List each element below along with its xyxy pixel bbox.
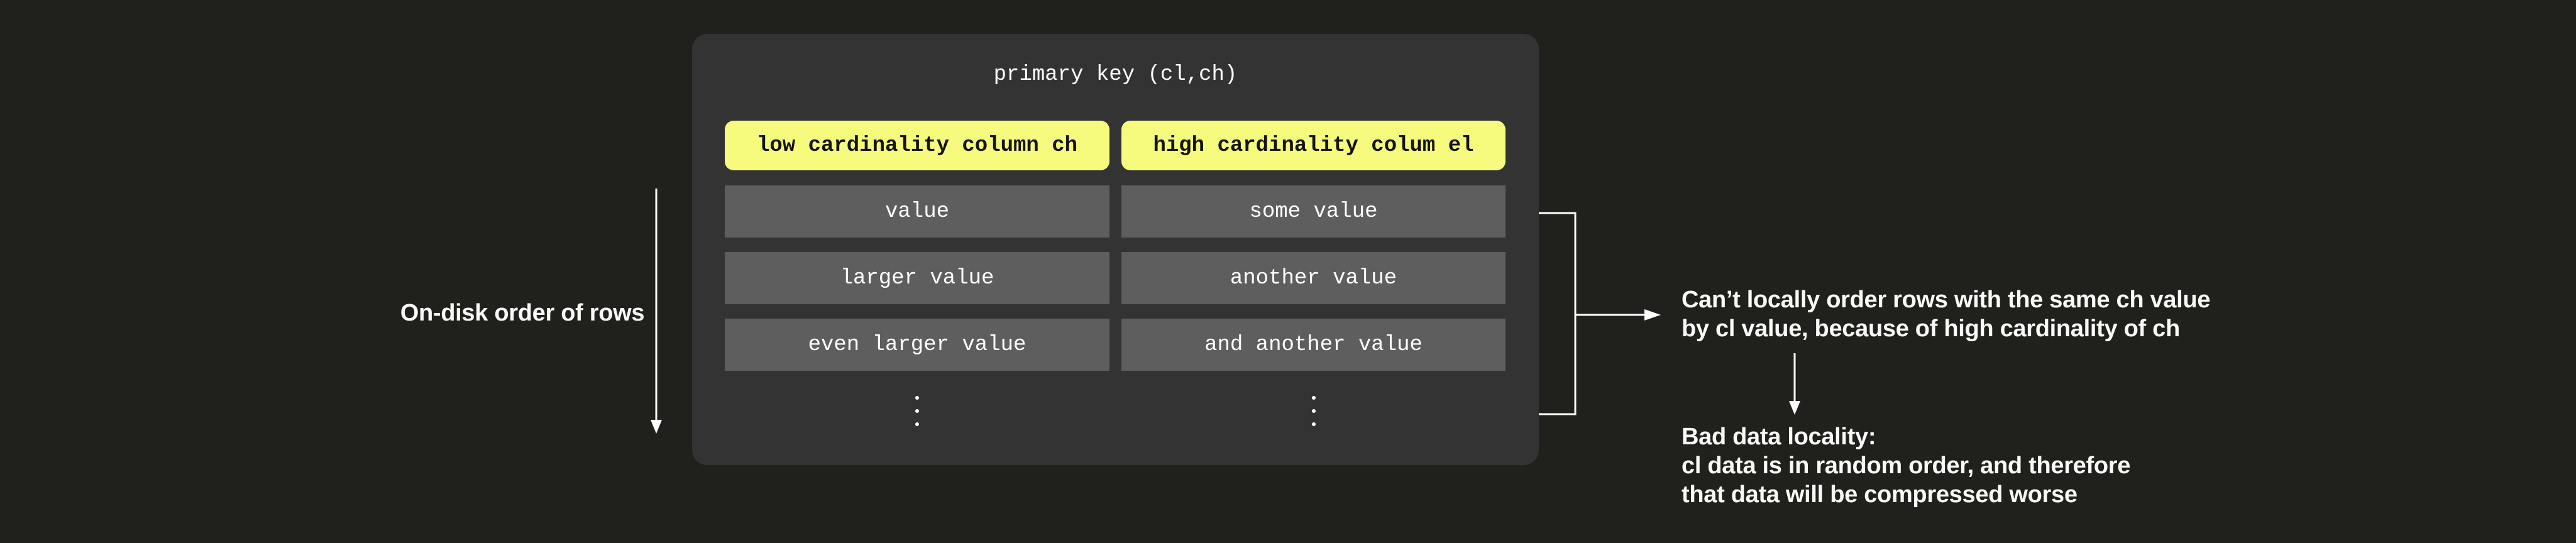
bracket-right-arrow-icon <box>1575 309 1661 321</box>
table-cell: some value <box>1121 185 1505 238</box>
table-cell: even larger value <box>725 319 1109 371</box>
primary-key-panel: primary key (cl,ch) low cardinality colu… <box>692 34 1539 465</box>
ellipsis-dots <box>725 396 1109 426</box>
table-cell: larger value <box>725 252 1109 304</box>
locality-note: Bad data locality: cl data is in random … <box>1682 422 2130 509</box>
locality-note-line: that data will be compressed worse <box>1682 481 2078 508</box>
on-disk-order-label: On-disk order of rows <box>400 300 645 326</box>
locality-note-line: cl data is in random order, and therefor… <box>1682 452 2131 479</box>
column-header-high-cardinality: high cardinality colum el <box>1121 121 1505 170</box>
table-cell: another value <box>1121 252 1505 304</box>
panel-title: primary key (cl,ch) <box>993 63 1238 87</box>
bracket-note-line: by cl value, because of high cardinality… <box>1682 315 2180 342</box>
ellipsis-dots <box>1121 396 1505 426</box>
consequence-down-arrow-icon <box>1789 353 1800 415</box>
bracket-note-line: Can’t locally order rows with the same c… <box>1682 287 2211 313</box>
table-cell: value <box>725 185 1109 238</box>
on-disk-order-arrow-icon <box>651 189 662 434</box>
locality-note-line: Bad data locality: <box>1682 424 1876 450</box>
column-header-low-cardinality: low cardinality column ch <box>725 121 1109 170</box>
table-cell: and another value <box>1121 319 1505 371</box>
bracket-note: Can’t locally order rows with the same c… <box>1682 285 2210 343</box>
